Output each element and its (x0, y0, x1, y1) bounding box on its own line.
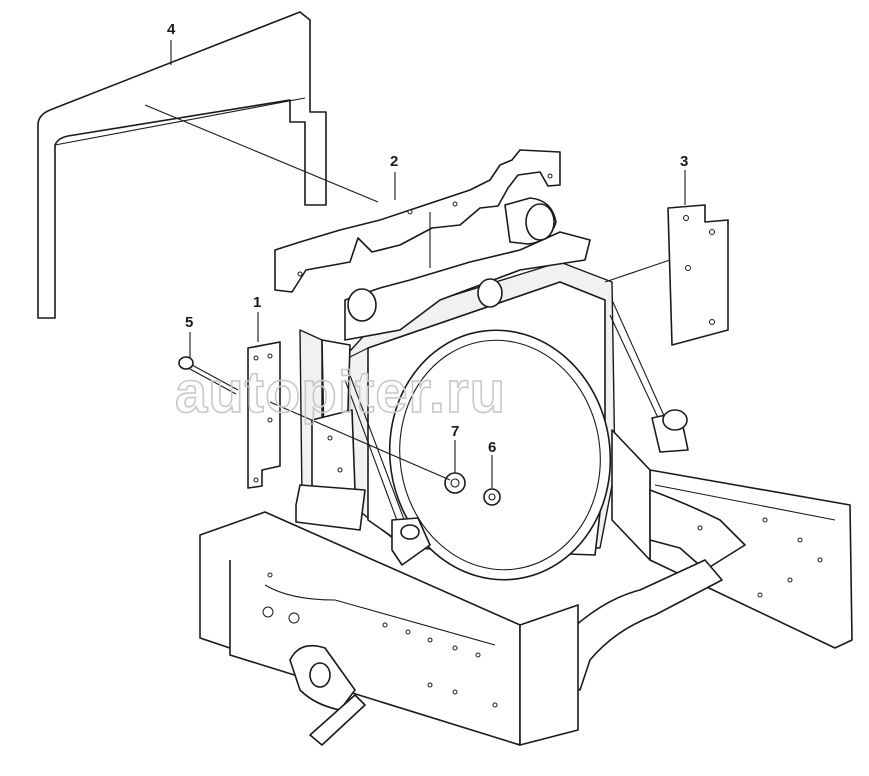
part-2-top-baffle (274, 149, 561, 293)
callout-2: 2 (390, 153, 398, 170)
tie-rods (344, 299, 689, 566)
callout-5: 5 (185, 314, 193, 331)
upper-tank-hoses (344, 197, 591, 341)
callout-4: 4 (167, 21, 176, 38)
part-7-washer (444, 472, 466, 494)
tow-hook (289, 644, 366, 746)
callout-6: 6 (488, 439, 496, 456)
callout-1: 1 (253, 294, 261, 311)
left-upright-bracket (295, 329, 366, 531)
callout-3: 3 (680, 153, 688, 170)
watermark-text: autopiter.ru (175, 360, 506, 425)
part-3-side-plate (667, 204, 729, 346)
leader-lines (144, 40, 686, 488)
part-4-shroud-panel (37, 11, 327, 319)
fan-shroud-ring (388, 329, 612, 581)
part-5-bolt (178, 356, 239, 395)
callout-7: 7 (451, 423, 459, 440)
cross-pipe (554, 559, 723, 691)
front-crossmember (199, 511, 579, 746)
part-6-nut (483, 488, 501, 506)
right-chassis-rail (611, 429, 853, 649)
part-1-bracket-plate (247, 341, 281, 489)
